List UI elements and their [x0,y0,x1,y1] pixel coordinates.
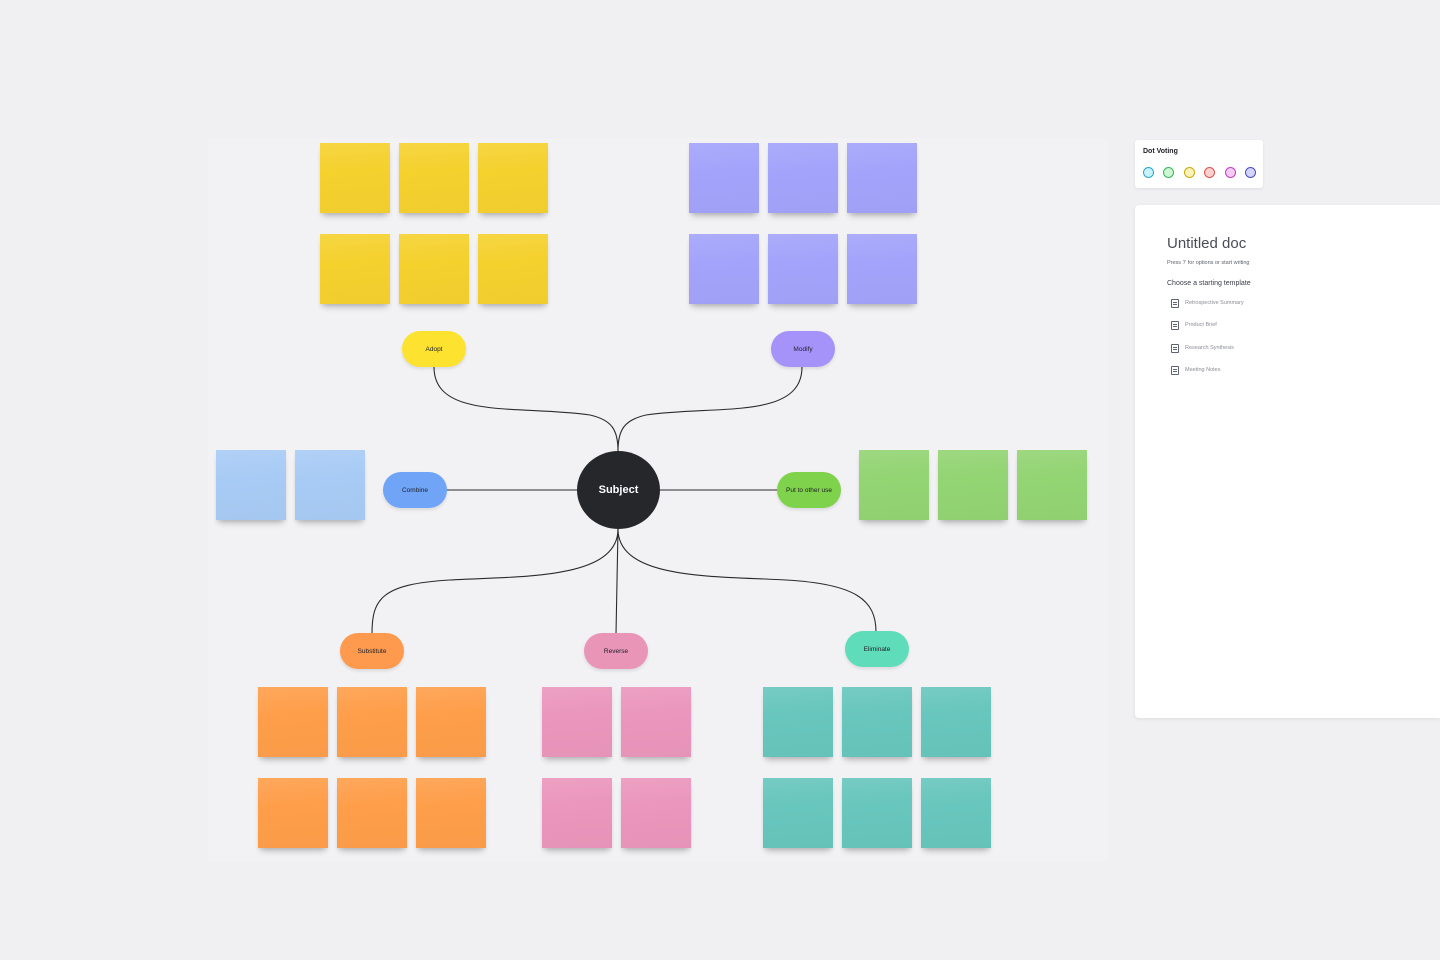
sticky-note-purple[interactable] [768,234,838,304]
sticky-note-purple[interactable] [847,234,917,304]
template-retrospective-summary[interactable]: Retrospective Summary [1171,298,1244,308]
branch-node-modify[interactable]: Modify [771,331,835,367]
document-icon [1171,298,1179,308]
document-icon [1171,365,1179,375]
sticky-note-orange[interactable] [258,778,328,848]
branch-label: Combine [401,486,428,494]
branch-node-put-to-other-use[interactable]: Put to other use [777,472,841,508]
vote-dot-red[interactable] [1204,167,1215,178]
template-research-synthesis[interactable]: Research Synthesis [1171,343,1234,353]
vote-dot-green[interactable] [1163,167,1174,178]
sticky-note-orange[interactable] [416,778,486,848]
sticky-note-purple[interactable] [689,234,759,304]
template-meeting-notes[interactable]: Meeting Notes [1171,365,1220,375]
sticky-note-teal[interactable] [921,778,991,848]
branch-label: Substitute [357,647,387,655]
sticky-note-teal[interactable] [842,687,912,757]
vote-dot-cyan[interactable] [1143,167,1154,178]
branch-label: Adopt [425,345,443,353]
doc-title[interactable]: Untitled doc [1167,235,1247,252]
doc-panel[interactable]: Untitled doc Press '/' for options or st… [1135,205,1440,718]
document-icon [1171,320,1179,330]
sticky-note-yellow[interactable] [399,143,469,213]
sticky-note-orange[interactable] [337,778,407,848]
template-heading: Choose a starting template [1167,280,1251,287]
sticky-note-purple[interactable] [768,143,838,213]
branch-node-reverse[interactable]: Reverse [584,633,648,669]
branch-node-combine[interactable]: Combine [383,472,447,508]
sticky-note-pink[interactable] [621,778,691,848]
sticky-note-orange[interactable] [258,687,328,757]
sticky-note-orange[interactable] [416,687,486,757]
sticky-note-pink[interactable] [542,687,612,757]
sticky-note-green[interactable] [859,450,929,520]
branch-node-eliminate[interactable]: Eliminate [845,631,909,667]
branch-label: Modify [793,345,813,353]
sticky-note-purple[interactable] [689,143,759,213]
subject-label: Subject [598,484,639,496]
vote-dot-yellow[interactable] [1184,167,1195,178]
sticky-note-yellow[interactable] [478,143,548,213]
template-label: Meeting Notes [1185,367,1221,373]
sticky-note-orange[interactable] [337,687,407,757]
sticky-note-teal[interactable] [763,778,833,848]
sticky-note-pink[interactable] [542,778,612,848]
sticky-note-teal[interactable] [921,687,991,757]
sticky-note-blue[interactable] [216,450,286,520]
sticky-note-teal[interactable] [763,687,833,757]
sticky-note-yellow[interactable] [478,234,548,304]
sticky-note-blue[interactable] [295,450,365,520]
branch-node-substitute[interactable]: Substitute [340,633,404,669]
vote-dot-indigo[interactable] [1245,167,1256,178]
sticky-note-teal[interactable] [842,778,912,848]
branch-node-adopt[interactable]: Adopt [402,331,466,367]
dot-voting-title: Dot Voting [1143,148,1178,155]
sticky-note-yellow[interactable] [399,234,469,304]
sticky-note-purple[interactable] [847,143,917,213]
branch-label: Eliminate [863,645,891,653]
template-label: Retrospective Summary [1185,300,1244,306]
document-icon [1171,343,1179,353]
mindmap-subject-node[interactable]: Subject [577,451,660,529]
dot-voting-widget[interactable]: Dot Voting [1135,140,1263,188]
template-label: Research Synthesis [1185,345,1234,351]
sticky-note-green[interactable] [938,450,1008,520]
doc-hint: Press '/' for options or start writing [1167,260,1250,266]
sticky-note-yellow[interactable] [320,143,390,213]
branch-label: Reverse [603,647,629,655]
sticky-note-pink[interactable] [621,687,691,757]
sticky-note-green[interactable] [1017,450,1087,520]
sticky-note-yellow[interactable] [320,234,390,304]
template-product-brief[interactable]: Product Brief [1171,320,1217,330]
template-label: Product Brief [1185,322,1217,328]
vote-dot-magenta[interactable] [1225,167,1236,178]
branch-label: Put to other use [786,486,832,494]
